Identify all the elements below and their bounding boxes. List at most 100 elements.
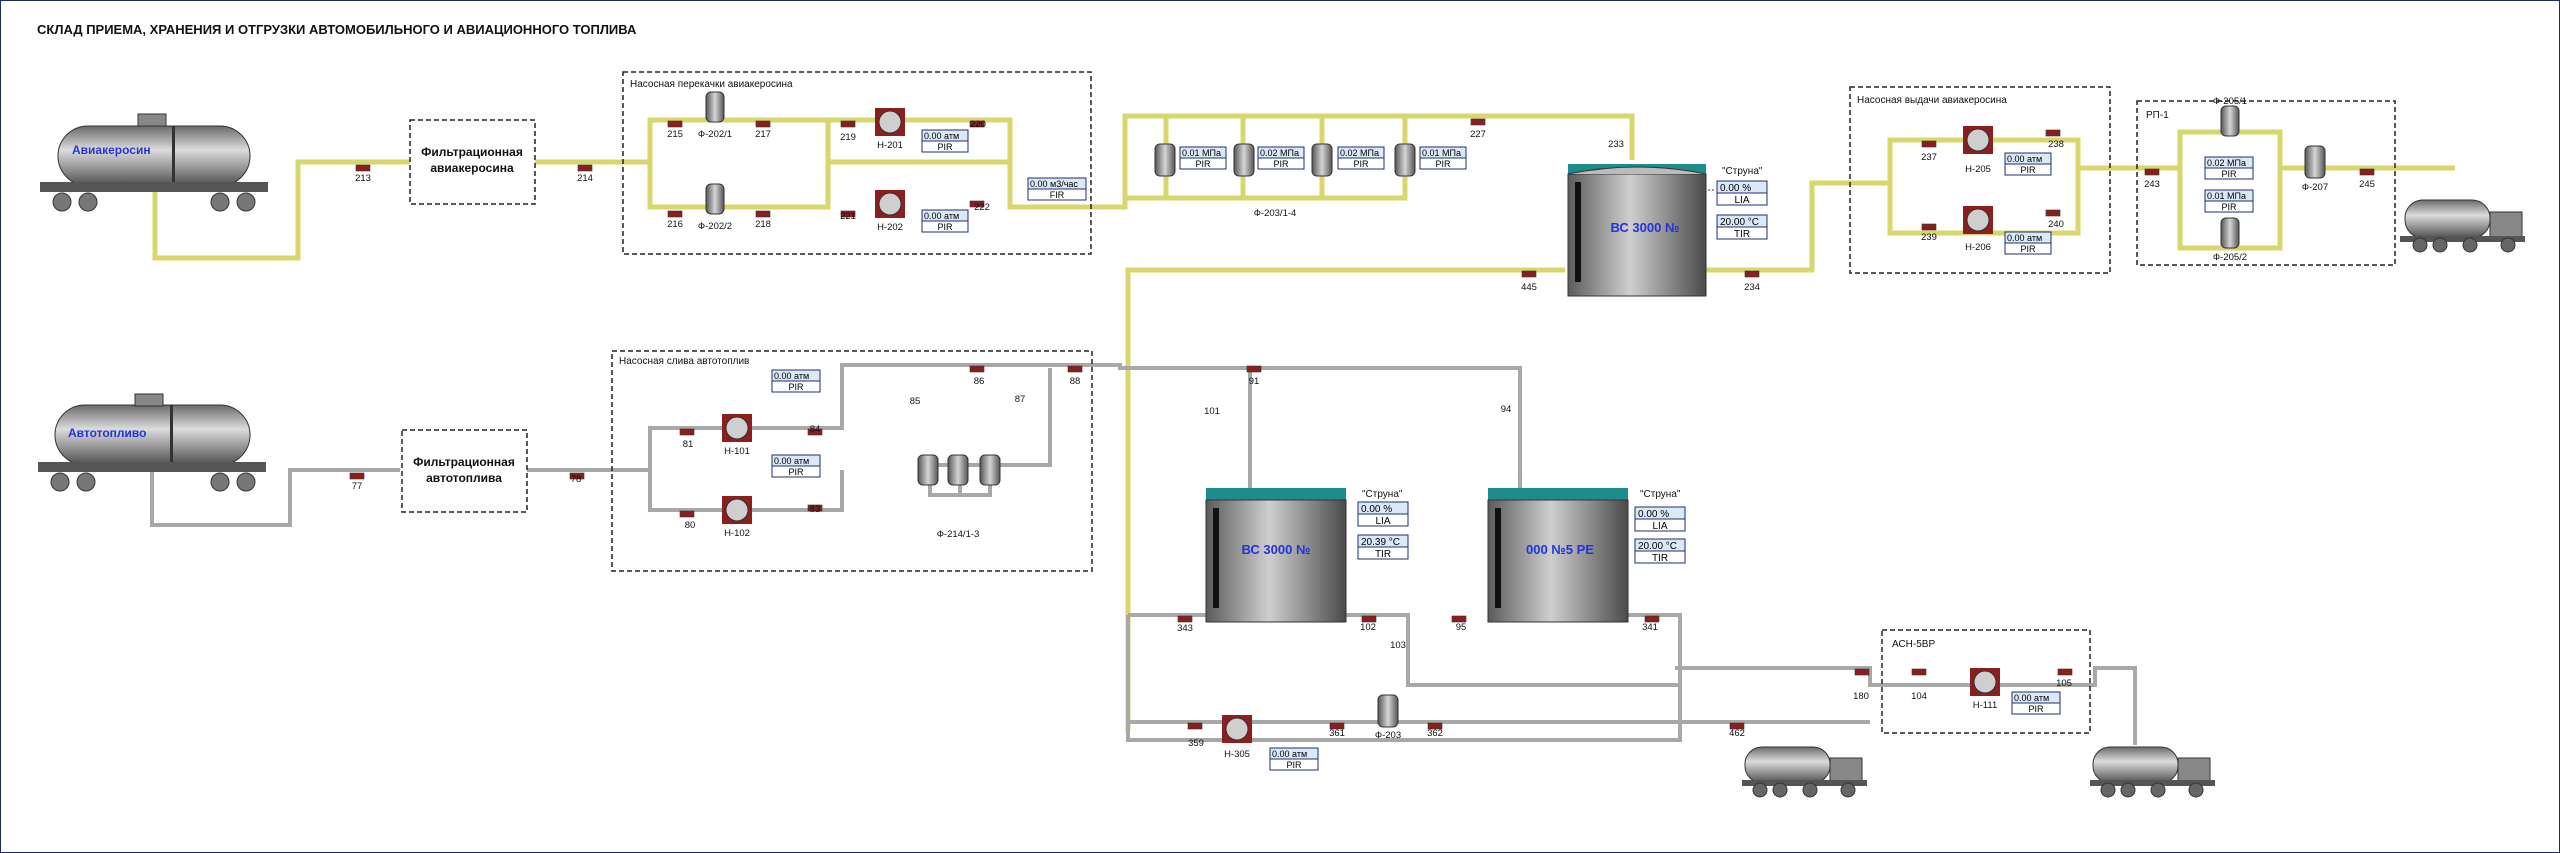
svg-text:85: 85 <box>910 396 921 407</box>
page-title: СКЛАД ПРИЕМА, ХРАНЕНИЯ И ОТГРУЗКИ АВТОМО… <box>37 22 637 37</box>
tag-tir: TIR <box>1652 553 1668 564</box>
svg-text:Ф-202/2: Ф-202/2 <box>698 221 732 232</box>
svg-text:218: 218 <box>755 219 771 230</box>
svg-text:PIR: PIR <box>937 222 953 232</box>
svg-text:0.00 атм: 0.00 атм <box>924 211 959 221</box>
svg-text:80: 80 <box>685 520 696 531</box>
pump-n206 <box>1963 206 1993 234</box>
svg-text:PIR: PIR <box>2020 165 2036 175</box>
svg-text:PIR: PIR <box>2028 704 2044 714</box>
svg-text:103: 103 <box>1390 640 1406 651</box>
svg-text:0.00 м3/час: 0.00 м3/час <box>1030 179 1078 189</box>
svg-text:0.01 МПа: 0.01 МПа <box>1422 148 1461 158</box>
svg-text:445: 445 <box>1521 282 1537 293</box>
svg-text:Ф-205/1: Ф-205/1 <box>2213 96 2247 107</box>
svg-text:234: 234 <box>1744 282 1760 293</box>
tank-label: ВС 3000 № <box>1242 542 1311 557</box>
svg-text:219: 219 <box>840 132 856 143</box>
group-title: Насосная перекачки авиакеросина <box>630 79 793 90</box>
svg-text:Ф-207: Ф-207 <box>2302 182 2328 193</box>
level-sensor-label: "Струна" <box>1640 489 1681 500</box>
svg-text:238: 238 <box>2048 139 2064 150</box>
tank-truck-2 <box>1742 746 1867 798</box>
pump-n111 <box>1970 668 2000 696</box>
svg-text:0.00 атм: 0.00 атм <box>2007 154 2042 164</box>
svg-text:FIR: FIR <box>1050 190 1065 200</box>
tag-tir: TIR <box>1375 549 1391 560</box>
tank-truck-3 <box>2090 746 2215 798</box>
svg-text:Ф-214/1-3: Ф-214/1-3 <box>937 529 980 540</box>
pump-n101 <box>722 414 752 442</box>
svg-text:214: 214 <box>577 173 593 184</box>
pump-n201 <box>875 108 905 136</box>
svg-text:84: 84 <box>810 424 821 435</box>
tag-labels: 213 214 215 216 Ф-202/1 Ф-202/2 217 218 … <box>352 96 2375 760</box>
railcar-avtotoplivo: Автотопливо <box>38 393 266 492</box>
tank-label: 000 №5 РЕ <box>1526 542 1594 557</box>
svg-text:222: 222 <box>974 202 990 213</box>
svg-text:Н-201: Н-201 <box>877 140 903 151</box>
svg-text:0.00 атм: 0.00 атм <box>2007 233 2042 243</box>
svg-text:81: 81 <box>683 439 694 450</box>
svg-text:PIR: PIR <box>937 142 953 152</box>
pumps[interactable] <box>722 108 2000 743</box>
tank-r5000[interactable]: 000 №5 РЕ <box>1487 488 1629 623</box>
svg-text:PIR: PIR <box>1195 159 1211 169</box>
svg-text:361: 361 <box>1329 728 1345 739</box>
svg-text:343: 343 <box>1177 623 1193 634</box>
svg-text:Н-206: Н-206 <box>1965 242 1991 253</box>
svg-text:0.00 атм: 0.00 атм <box>2014 693 2049 703</box>
tag-tir: TIR <box>1734 229 1750 240</box>
tank-vs3000-top[interactable]: ВС 3000 № <box>1567 164 1707 297</box>
svg-text:94: 94 <box>1501 404 1512 415</box>
svg-text:PIR: PIR <box>2221 169 2237 179</box>
svg-text:341: 341 <box>1642 622 1658 633</box>
level-sensor-label: "Струна" <box>1722 166 1763 177</box>
svg-text:237: 237 <box>1921 152 1937 163</box>
svg-text:0.00 атм: 0.00 атм <box>774 456 809 466</box>
svg-text:180: 180 <box>1853 691 1869 702</box>
svg-text:78: 78 <box>571 474 582 485</box>
filter-cylinders <box>705 91 2326 728</box>
svg-text:PIR: PIR <box>1435 159 1451 169</box>
svg-text:233: 233 <box>1608 139 1624 150</box>
valves[interactable] <box>349 118 2375 730</box>
svg-text:221: 221 <box>840 211 856 222</box>
svg-text:0.02 МПа: 0.02 МПа <box>2207 158 2246 168</box>
svg-text:105: 105 <box>2056 678 2072 689</box>
svg-text:359: 359 <box>1188 738 1204 749</box>
svg-text:95: 95 <box>1456 622 1467 633</box>
svg-text:PIR: PIR <box>1286 760 1302 770</box>
svg-text:0.02 МПа: 0.02 МПа <box>1340 148 1379 158</box>
svg-text:83: 83 <box>810 504 821 515</box>
temp-value: 20.39 °C <box>1361 537 1400 548</box>
svg-text:PIR: PIR <box>1273 159 1289 169</box>
svg-text:227: 227 <box>1470 129 1486 140</box>
svg-text:Ф-202/1: Ф-202/1 <box>698 129 732 140</box>
group-title: АСН-5ВР <box>1892 639 1935 650</box>
svg-text:Н-305: Н-305 <box>1224 749 1250 760</box>
railcar-label: Автотопливо <box>68 426 146 440</box>
svg-text:PIR: PIR <box>2221 202 2237 212</box>
tag-lia: LIA <box>1375 516 1390 527</box>
svg-text:0.01 МПа: 0.01 МПа <box>2207 191 2246 201</box>
svg-text:88: 88 <box>1070 376 1081 387</box>
group-title: Насосная слива автотоплив <box>619 356 749 367</box>
tank-label: ВС 3000 № <box>1611 220 1680 235</box>
group-title: Насосная выдачи авиакеросина <box>1857 95 2007 106</box>
readouts-tank-bottom: "Струна" 0.00 % LIA 20.39 °C TIR <box>1357 489 1409 560</box>
svg-text:Н-205: Н-205 <box>1965 164 1991 175</box>
tag-lia: LIA <box>1652 521 1667 532</box>
tank-vs3000-bottom[interactable]: ВС 3000 № <box>1205 488 1347 623</box>
svg-text:PIR: PIR <box>1353 159 1369 169</box>
svg-text:243: 243 <box>2144 179 2160 190</box>
level-sensor-label: "Струна" <box>1362 489 1403 500</box>
svg-text:Ф-203: Ф-203 <box>1375 730 1401 741</box>
svg-text:77: 77 <box>352 481 363 492</box>
group-boxes <box>611 71 2396 734</box>
svg-text:220: 220 <box>970 119 986 130</box>
